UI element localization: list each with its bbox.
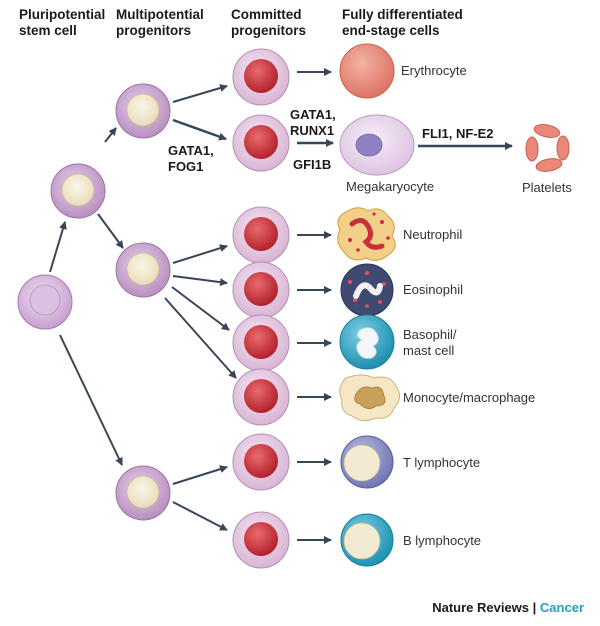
header-committed-progenitors: Committed progenitors: [231, 7, 306, 39]
arrow-clp-to-b: [172, 501, 228, 531]
header-col2-line2: progenitors: [116, 23, 192, 38]
tf-gata1-fog1-line2: FOG1: [168, 159, 204, 174]
arrow-clp-to-t: [172, 465, 228, 485]
label-basophil-line2: mast cell: [403, 343, 455, 358]
progenitor-granulocyte-monocyte: [115, 242, 171, 298]
header-col3-line2: progenitors: [231, 23, 307, 38]
erythrocyte-cell: [339, 43, 395, 99]
label-basophil-line1: Basophil/: [403, 327, 457, 342]
header-col4-line1: Fully differentiated: [342, 7, 463, 22]
tf-gata1-runx1-line1: GATA1,: [290, 107, 336, 122]
committed-neutrophil: [232, 206, 290, 264]
arrow-upper-to-myeloid: [104, 127, 117, 143]
stem-cell: [17, 274, 73, 330]
arrow-stem-to-lower: [59, 334, 123, 466]
committed-basophil: [232, 314, 290, 372]
tf-gata1-runx1: GATA1, RUNX1: [290, 107, 336, 139]
arrows: [49, 68, 513, 544]
label-t-lymphocyte: T lymphocyte: [403, 455, 481, 470]
tf-fli1-nfe2: FLI1, NF-E2: [422, 126, 494, 141]
header-col4-line2: end-stage cells: [342, 23, 440, 38]
arrow-mep-to-ery: [172, 84, 228, 103]
header-pluripotential-stem-cell: Pluripotential stem cell: [19, 7, 105, 39]
basophil-cell: [339, 314, 395, 370]
arrow-upper-to-lymphoid: [97, 213, 124, 249]
committed-progenitor-cells: [232, 48, 290, 569]
b-lymphocyte-cell: [340, 513, 394, 567]
progenitor-myeloid-erythroid: [115, 83, 171, 139]
megakaryocyte-cell: [339, 114, 415, 176]
arrow-gmp-to-neut: [172, 244, 228, 264]
committed-t-lymphocyte: [232, 433, 290, 491]
label-erythrocyte: Erythrocyte: [401, 63, 467, 78]
label-basophil: Basophil/ mast cell: [403, 327, 456, 359]
tf-gata1-runx1-line2: RUNX1: [290, 123, 335, 138]
footer-journal: Nature Reviews: [432, 600, 530, 615]
arrow-gmp-to-mono: [164, 297, 237, 379]
arrow-gmp-to-baso: [171, 286, 230, 331]
footer-section: Cancer: [539, 600, 584, 615]
label-megakaryocyte: Megakaryocyte: [346, 179, 435, 194]
header-col3-line1: Committed: [231, 7, 302, 22]
tf-gfi1b: GFI1B: [293, 157, 332, 172]
tf-gata1-fog1: GATA1, FOG1: [168, 143, 214, 175]
tf-gata1-fog1-line1: GATA1,: [168, 143, 214, 158]
multipotential-progenitor-cells: [50, 83, 171, 521]
label-b-lymphocyte: B lymphocyte: [403, 533, 482, 548]
header-col2-line1: Multipotential: [116, 7, 204, 22]
label-monocyte: Monocyte/macrophage: [403, 390, 536, 405]
label-eosinophil: Eosinophil: [403, 282, 463, 297]
label-neutrophil: Neutrophil: [403, 227, 463, 242]
arrow-stem-to-upper: [49, 221, 67, 273]
committed-b-lymphocyte: [232, 511, 290, 569]
progenitor-lymphoid: [115, 465, 171, 521]
t-lymphocyte-cell: [340, 435, 394, 489]
neutrophil-cell: [337, 207, 396, 261]
header-col1-line2: stem cell: [19, 23, 77, 38]
committed-monocyte: [232, 368, 290, 426]
header-fully-differentiated: Fully differentiated end-stage cells: [342, 7, 463, 39]
header-col1-line1: Pluripotential: [19, 7, 106, 22]
platelets-group: [525, 124, 570, 172]
header-multipotential-progenitors: Multipotential progenitors: [116, 7, 204, 39]
arrow-gmp-to-eos: [172, 275, 228, 287]
committed-eosinophil: [232, 261, 290, 319]
footer-separator: |: [532, 600, 537, 615]
arrow-mep-to-mega: [172, 118, 227, 141]
footer-credit: Nature Reviews | Cancer: [432, 600, 584, 615]
eosinophil-cell: [340, 263, 394, 317]
committed-megakaryocyte: [232, 114, 290, 172]
committed-erythroid: [232, 48, 290, 106]
monocyte-cell: [339, 374, 400, 422]
progenitor-upper: [50, 163, 106, 219]
label-platelets: Platelets: [522, 180, 572, 195]
